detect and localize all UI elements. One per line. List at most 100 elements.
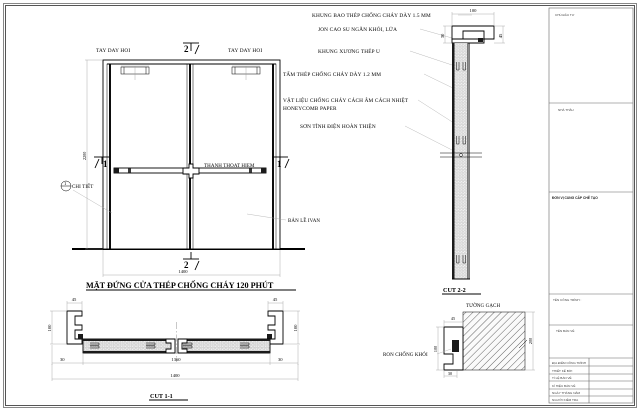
label-smoke-seal: RON CHỐNG KHÓI <box>383 352 428 358</box>
svg-text:45: 45 <box>273 297 278 302</box>
svg-text:100: 100 <box>293 324 298 332</box>
svg-text:100: 100 <box>470 8 478 13</box>
door-elevation-view: TAY DAY HOI TAY DAY HOI THANH THOAT HIEM… <box>60 42 320 291</box>
label-panic-bar: THANH THOAT HIEM <box>204 164 255 169</box>
label-handle-right: TAY DAY HOI <box>228 48 262 54</box>
detail-bubble: 1 CHI TIẾT <box>60 180 113 214</box>
wall-break-tick <box>518 339 528 349</box>
cut11-leaf-left-skin-top <box>83 339 175 341</box>
cut11-dim-depth-left: 100 <box>47 310 67 345</box>
sheet-border-inner <box>5 5 635 406</box>
label-hinge: BẢN LỀ IVAN <box>288 218 320 224</box>
dim-width: 1400 <box>102 250 281 277</box>
svg-text:30: 30 <box>440 33 445 38</box>
door-closer-left <box>120 65 150 80</box>
tb-label-contractor: NHÀ THẦU <box>558 108 574 112</box>
svg-text:2: 2 <box>184 44 189 54</box>
label-brick-wall: TƯỜNG GẠCH <box>466 303 500 309</box>
svg-text:1: 1 <box>103 159 108 169</box>
wall-detail-seal-block <box>452 340 459 352</box>
detail-bubble-label: CHI TIẾT <box>72 184 93 190</box>
seal-leader <box>436 348 452 355</box>
svg-text:30: 30 <box>60 357 65 362</box>
svg-text:1: 1 <box>277 159 282 169</box>
svg-text:30: 30 <box>448 371 452 376</box>
cut11-leaf-left-core <box>83 339 175 353</box>
cut11-seal-right <box>267 334 272 339</box>
tb-label-drawing: TÊN BẢN VẼ <box>556 328 574 333</box>
note-0: KHUNG BAO THÉP CHỐNG CHÁY DÀY 1.5 MM <box>312 11 431 19</box>
brick-wall-fill <box>463 312 525 370</box>
note-3: TẤM THÉP CHỐNG CHÁY DÀY 1.2 MM <box>283 70 381 78</box>
cut22-u-stiffener-bottom <box>456 255 466 264</box>
section-mark-2-bottom: 2 <box>183 252 200 271</box>
cut11-seal-left <box>78 334 83 339</box>
note-leader-2 <box>409 50 456 67</box>
svg-text:2: 2 <box>184 260 189 270</box>
cut11-dim-overall: 1400 <box>51 364 299 381</box>
cut22-head-frame <box>451 25 495 40</box>
tb-label-unit: ĐƠN VỊ CUNG CẤP CHẾ TẠO <box>552 195 598 200</box>
note-2: KHUNG XƯƠNG THÉP U <box>318 47 380 55</box>
tb-grid-label-1: THIẾT KẾ BỞI <box>552 368 572 373</box>
cut11-leaf-right-skin-bottom <box>178 351 270 353</box>
svg-text:100: 100 <box>47 324 52 332</box>
panic-bar-hardware <box>113 163 267 179</box>
cut11-jamb-left <box>66 310 83 345</box>
cut-1-1-section: 45 45 100 100 <box>47 297 300 401</box>
note-5: HONEYCOMB PAPER <box>283 106 337 112</box>
note-6: SƠN TĨNH ĐIỆN HOÀN THIỆN <box>300 122 376 130</box>
cut11-dim-jamb-right: 45 <box>267 297 284 311</box>
cut11-dim-rebate-left: 30 <box>51 345 84 365</box>
cut11-dim-jamb-left: 45 <box>66 297 83 311</box>
door-closer-right <box>231 65 261 80</box>
note-4: VẬT LIỆU CHỐNG CHÁY CÁCH ÂM CÁCH NHIỆT <box>283 96 409 104</box>
wall-jamb-detail: TƯỜNG GẠCH RON CHỐNG KHÓI 45 100 30 <box>383 303 535 378</box>
svg-text:1360: 1360 <box>171 357 181 362</box>
cut11-leaf-right-core <box>178 339 270 353</box>
tb-label-investor: CHỦ ĐẦU TƯ <box>555 12 575 17</box>
cut11-leaf-left-skin-bottom <box>83 351 175 353</box>
cut22-u-stiffener-top <box>456 62 466 71</box>
cut22-steel-left <box>452 43 455 279</box>
cut22-head-seal <box>478 38 483 42</box>
cut-2-2-section: 100 45 30 CUT 2-2 <box>440 8 505 295</box>
cut22-core-fill <box>454 43 468 279</box>
cut22-caption: CUT 2-2 <box>443 287 466 294</box>
wall-detail-dim-rebate: 30 <box>443 371 458 378</box>
cut11-caption: CUT 1-1 <box>150 393 173 400</box>
cut11-meeting-stiles <box>165 338 188 354</box>
tb-grid-label-0: ĐỊA ĐIỂM CÔNG TRÌNH <box>552 360 586 365</box>
cut22-dim-height: 45 <box>494 25 505 44</box>
cut22-head-frame-lower <box>451 38 485 44</box>
cut11-dim-leaf-total: 1360 <box>83 357 270 364</box>
tb-grid-label-4: NGÀY THÁNG NĂM <box>552 391 581 395</box>
svg-text:1400: 1400 <box>170 373 180 378</box>
note-1: JON CAO SU NGĂN KHÓI, LỬA <box>318 25 397 33</box>
detail-leader <box>72 189 113 214</box>
cut11-stiffeners <box>90 342 250 349</box>
svg-text:1400: 1400 <box>178 269 188 274</box>
svg-text:45: 45 <box>72 297 77 302</box>
elevation-title: MẶT ĐỨNG CỬA THÉP CHỐNG CHÁY 120 PHÚT <box>86 280 274 290</box>
svg-text:45: 45 <box>498 33 503 38</box>
wall-detail-dim-wall: 200 <box>525 311 535 371</box>
cut22-u-stiffener-mid <box>456 136 466 145</box>
detail-bubble-number: 1 <box>64 181 67 186</box>
tb-grid-label-2: TỈ LỆ BẢN VẼ <box>552 375 572 380</box>
hinge-leader <box>246 213 287 221</box>
note-leader-1 <box>419 28 453 39</box>
svg-text:100: 100 <box>433 346 438 352</box>
section-mark-1-left: 1 <box>94 156 110 169</box>
note-leader-6 <box>404 125 453 151</box>
tb-grid-label-5: NGƯỜI KIỂM TRA <box>552 397 579 402</box>
cut11-dim-depth-right: 100 <box>283 310 300 345</box>
title-block-outline <box>548 7 634 404</box>
cut11-leaf-right-skin-top <box>178 339 270 341</box>
svg-text:2200: 2200 <box>82 152 87 160</box>
wall-detail-dim-depth: 100 <box>433 326 444 371</box>
cut22-break-line <box>440 152 482 158</box>
label-handle-left: TAY DAY HOI <box>96 48 130 54</box>
